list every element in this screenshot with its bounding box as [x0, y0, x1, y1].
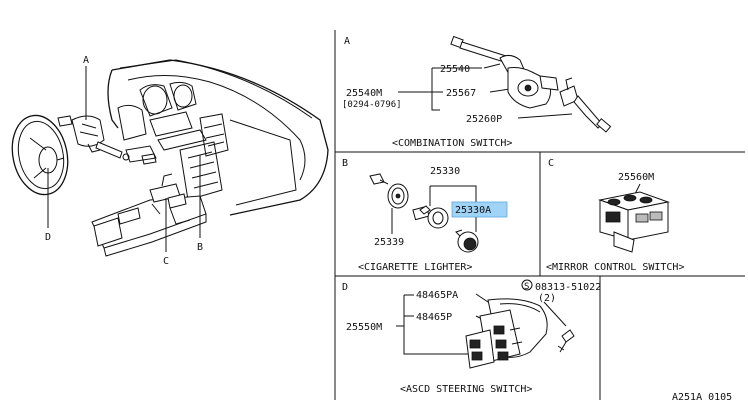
dashboard-overview-illustration: A B C D: [11, 55, 329, 267]
part-25540m-label: 25540M: [346, 88, 382, 99]
console-drawing: [91, 173, 207, 257]
callout-a: A: [83, 55, 89, 66]
panel-d-caption: <ASCD STEERING SWITCH>: [400, 384, 532, 395]
callout-c: C: [163, 256, 169, 267]
panel-a-caption: <COMBINATION SWITCH>: [392, 138, 512, 149]
overview-callouts: A B C D: [45, 55, 203, 267]
panel-a-combination-switch: A 25540 25540M [0294-0796] 25567 25260P …: [342, 35, 612, 149]
panel-b-letter: B: [342, 158, 348, 169]
panel-frame: [334, 30, 745, 400]
screw-quantity-label: (2): [538, 293, 556, 304]
callout-b: B: [197, 242, 203, 253]
part-25540-label: 25540: [440, 64, 470, 75]
screw-symbol: S: [524, 282, 529, 292]
part-08313-51022-label: 08313-51022: [535, 282, 601, 293]
panel-b-caption: <CIGARETTE LIGHTER>: [358, 262, 472, 273]
mirror-control-switch-drawing: [598, 191, 670, 253]
part-25567-label: 25567: [446, 88, 476, 99]
panel-d-letter: D: [342, 282, 348, 293]
part-25550m-label: 25550M: [346, 322, 382, 333]
steering-column-drawing: [57, 115, 130, 161]
part-48465pa-label: 48465PA: [416, 290, 458, 301]
part-25260p-label: 25260P: [466, 114, 502, 125]
part-25339-label: 25339: [374, 237, 404, 248]
ascd-switch-drawing: [465, 298, 575, 369]
panel-a-letter: A: [344, 36, 350, 47]
part-25540m-note: [0294-0796]: [342, 100, 402, 110]
panel-b-cigarette-lighter: B 25330 25330A 25339 <CIGARETTE LIGHTER>: [342, 158, 508, 273]
part-25330-label: 25330: [430, 166, 460, 177]
screw-callout: S 08313-51022 (2): [521, 279, 601, 304]
panel-c-caption: <MIRROR CONTROL SWITCH>: [546, 262, 684, 273]
callout-d: D: [45, 232, 51, 243]
part-25330a-highlight: [451, 201, 508, 218]
diagram-code: A251A 0105: [672, 392, 732, 403]
part-48465p-label: 48465P: [416, 312, 452, 323]
panel-d-ascd-steering-switch: D 48465PA 48465P 25550M S 08313-51022 (2…: [342, 279, 601, 395]
part-25330a-label: 25330A: [455, 205, 491, 216]
panel-c-mirror-control-switch: C 25560M <MIRROR CONTROL SWITCH>: [546, 158, 684, 273]
cigarette-lighter-drawing: [369, 173, 479, 253]
dashboard-body-drawing: [107, 59, 329, 216]
panel-c-letter: C: [548, 158, 554, 169]
part-25560m-label: 25560M: [618, 172, 654, 183]
combination-switch-drawing: [450, 35, 612, 133]
